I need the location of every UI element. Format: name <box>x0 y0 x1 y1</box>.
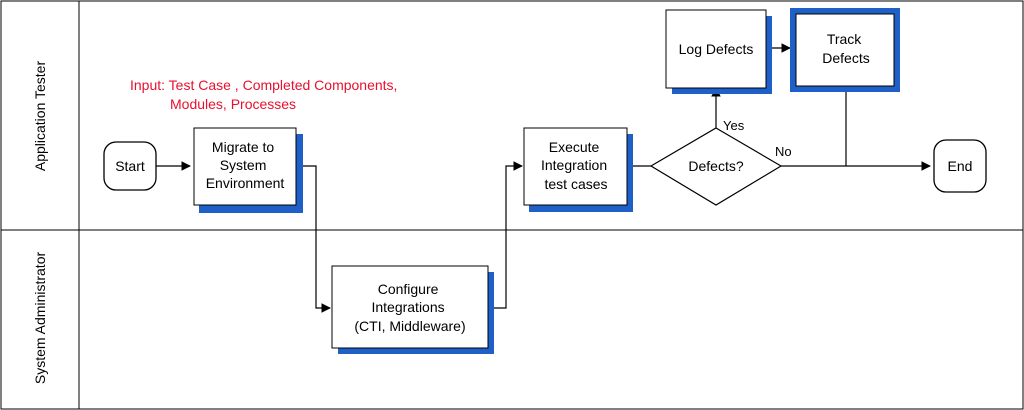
migrate-node: Migrate to System Environment <box>193 127 303 213</box>
input-note-line-1: Input: Test Case , Completed Components, <box>130 77 397 93</box>
migrate-line-1: Migrate to <box>212 139 274 155</box>
end-node: End <box>933 139 987 193</box>
decision-shape <box>649 127 783 206</box>
edge-migrate-to-configure <box>296 165 331 313</box>
execute-line-2: Integration <box>541 157 607 173</box>
track-defects-shape <box>795 13 895 87</box>
execute-line-3: test cases <box>544 176 607 192</box>
log-defects-shape <box>665 9 767 89</box>
decision-label: Defects? <box>688 158 743 174</box>
connectors <box>156 43 931 313</box>
start-shape <box>103 141 157 191</box>
end-shape <box>933 139 987 193</box>
configure-line-3: (CTI, Middleware) <box>354 318 465 334</box>
start-label: Start <box>115 158 145 174</box>
migrate-text: Migrate to System Environment <box>206 139 285 191</box>
track-defects-text: Track Defects <box>822 31 869 66</box>
execute-line-1: Execute <box>549 139 600 155</box>
log-defects-node: Log Defects <box>665 9 772 94</box>
configure-line-2: Integrations <box>371 299 444 315</box>
track-defects-line-1: Track <box>827 31 862 47</box>
execute-text: Execute Integration test cases <box>541 139 611 192</box>
lane-label-application-tester: Application Tester <box>32 61 48 172</box>
configure-line-1: Configure <box>378 281 439 297</box>
migrate-line-2: System <box>220 157 267 173</box>
start-node: Start <box>103 141 157 191</box>
execute-node: Execute Integration test cases <box>523 127 633 212</box>
edge-configure-to-execute <box>488 161 523 309</box>
track-defects-line-2: Defects <box>822 50 869 66</box>
configure-shape <box>331 265 489 349</box>
edge-label-no: No <box>775 144 792 159</box>
execute-shape <box>523 127 628 206</box>
decision-node: Defects? <box>649 127 783 206</box>
input-note-line-2: Modules, Processes <box>170 96 296 112</box>
lane-label-system-administrator: System Administrator <box>32 252 48 385</box>
log-defects-label: Log Defects <box>679 41 754 57</box>
migrate-shape <box>193 127 297 206</box>
edge-label-yes: Yes <box>723 118 745 133</box>
configure-node: Configure Integrations (CTI, Middleware) <box>331 265 494 354</box>
migrate-line-3: Environment <box>206 175 285 191</box>
configure-text: Configure Integrations (CTI, Middleware) <box>354 281 465 334</box>
end-label: End <box>948 158 973 174</box>
track-defects-node: Track Defects <box>790 8 900 92</box>
